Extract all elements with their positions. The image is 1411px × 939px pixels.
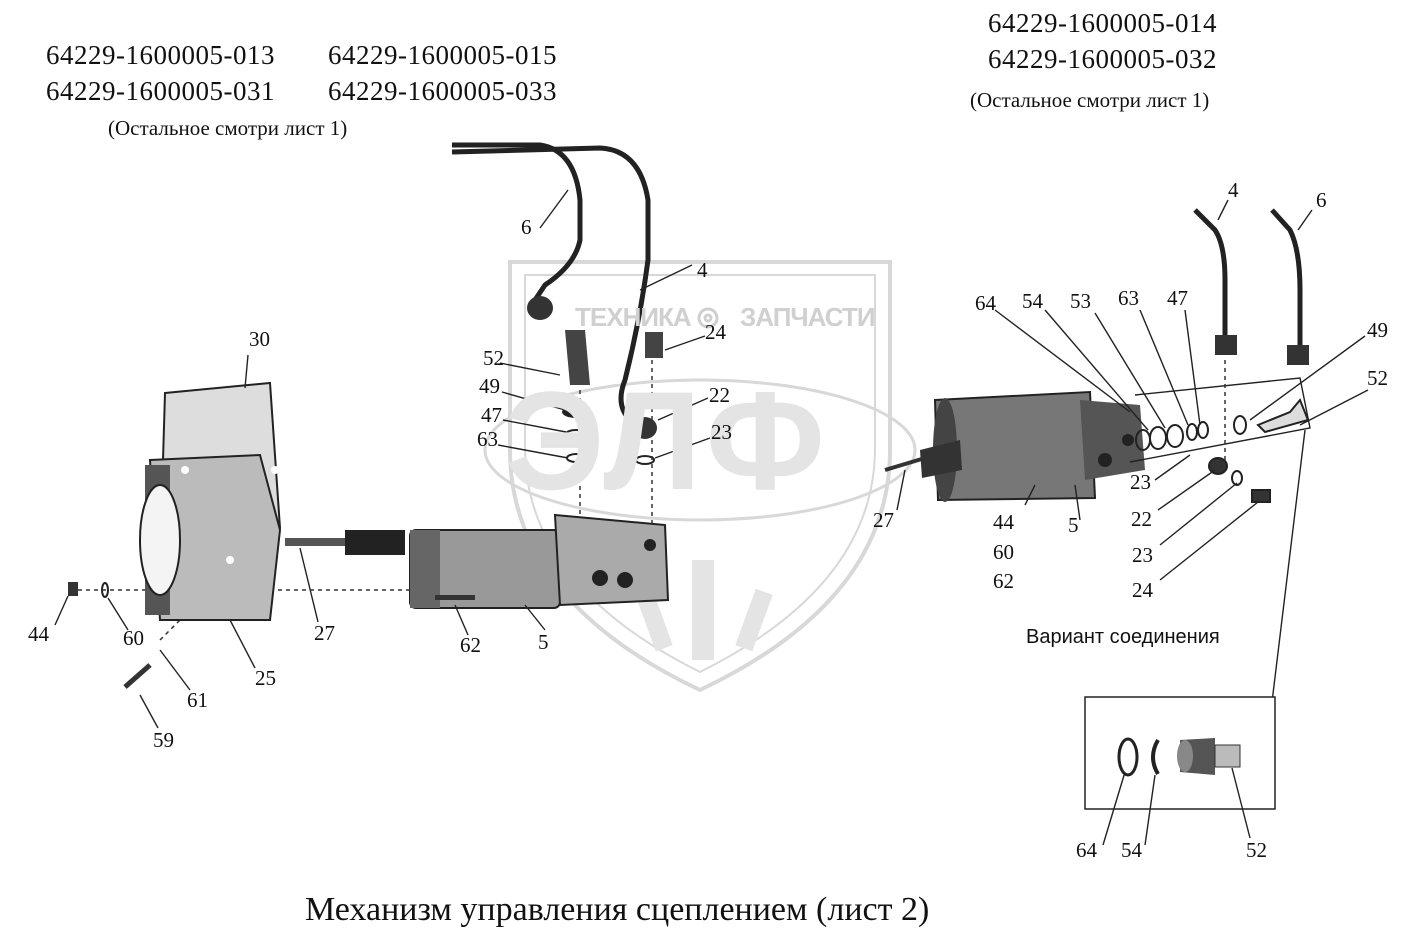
watermark-gear-icon bbox=[697, 307, 719, 329]
label-right-23b: 23 bbox=[1132, 543, 1153, 567]
label-right-52: 52 bbox=[1367, 366, 1388, 390]
label-left-63: 63 bbox=[477, 427, 498, 451]
header-left-code-3: 64229-1600005-031 bbox=[46, 76, 275, 106]
label-right-49: 49 bbox=[1367, 318, 1388, 342]
watermark-right-word: ЗАПЧАСТИ bbox=[740, 302, 876, 332]
label-left-60: 60 bbox=[123, 626, 144, 650]
right-outline-box bbox=[1129, 377, 1311, 463]
left-leader-lines bbox=[54, 189, 711, 729]
header-right-note: (Остальное смотри лист 1) bbox=[970, 88, 1210, 112]
diagram-caption: Механизм управления сцеплением (лист 2) bbox=[305, 891, 930, 928]
label-right-62: 62 bbox=[993, 569, 1014, 593]
label-right-24: 24 bbox=[1132, 578, 1153, 602]
label-left-44: 44 bbox=[28, 622, 49, 646]
label-left-22: 22 bbox=[709, 383, 730, 407]
right-connector-line bbox=[1267, 429, 1306, 736]
watermark-wheat-icon bbox=[635, 560, 773, 660]
header-left-code-1: 64229-1600005-013 bbox=[46, 40, 275, 70]
label-left-25: 25 bbox=[255, 666, 276, 690]
label-left-4: 4 bbox=[697, 258, 708, 282]
left-small-parts bbox=[68, 582, 152, 689]
label-right-6: 6 bbox=[1316, 188, 1327, 212]
header-left-code-4: 64229-1600005-033 bbox=[328, 76, 557, 106]
label-variant-54: 54 bbox=[1121, 838, 1142, 862]
label-left-59: 59 bbox=[153, 728, 174, 752]
right-seal-rings bbox=[1135, 398, 1310, 503]
label-right-64: 64 bbox=[975, 291, 996, 315]
label-right-4: 4 bbox=[1228, 178, 1239, 202]
right-cylinder bbox=[884, 390, 1145, 502]
label-left-61: 61 bbox=[187, 688, 208, 712]
label-left-52: 52 bbox=[483, 346, 504, 370]
right-pipes bbox=[1193, 208, 1303, 350]
header-left-code-2: 64229-1600005-015 bbox=[328, 40, 557, 70]
label-left-23: 23 bbox=[711, 420, 732, 444]
label-right-47: 47 bbox=[1167, 286, 1188, 310]
label-variant-52: 52 bbox=[1246, 838, 1267, 862]
left-bracket bbox=[139, 381, 282, 621]
label-left-5: 5 bbox=[538, 630, 549, 654]
label-left-30: 30 bbox=[249, 327, 270, 351]
label-right-44: 44 bbox=[993, 510, 1014, 534]
left-cylinder bbox=[409, 513, 670, 609]
label-left-27: 27 bbox=[314, 621, 335, 645]
right-leader-lines bbox=[896, 199, 1369, 581]
label-right-60: 60 bbox=[993, 540, 1014, 564]
right-pipe-ends bbox=[1215, 335, 1309, 365]
label-left-47: 47 bbox=[481, 403, 502, 427]
variant-leader-lines bbox=[1102, 767, 1251, 846]
left-pushrod bbox=[285, 530, 405, 555]
label-left-24: 24 bbox=[705, 320, 726, 344]
label-left-49: 49 bbox=[479, 374, 500, 398]
header-right-code-2: 64229-1600005-032 bbox=[988, 44, 1217, 74]
watermark-letters: ЭЛФ bbox=[505, 362, 829, 519]
label-left-6: 6 bbox=[521, 215, 532, 239]
watermark-left-word: ТЕХНИКА bbox=[575, 302, 692, 332]
label-right-63: 63 bbox=[1118, 286, 1139, 310]
variant-parts bbox=[1117, 737, 1241, 777]
variant-title: Вариант соединения bbox=[1026, 626, 1220, 648]
left-pipes bbox=[451, 142, 651, 434]
label-right-23a: 23 bbox=[1130, 470, 1151, 494]
label-variant-64: 64 bbox=[1076, 838, 1097, 862]
label-left-62: 62 bbox=[460, 633, 481, 657]
label-right-27: 27 bbox=[873, 508, 894, 532]
label-right-22: 22 bbox=[1131, 507, 1152, 531]
label-right-53: 53 bbox=[1070, 289, 1091, 313]
header-right-code-1: 64229-1600005-014 bbox=[988, 8, 1217, 38]
left-fittings bbox=[527, 296, 663, 465]
header-left-note: (Остальное смотри лист 1) bbox=[108, 116, 348, 140]
label-right-54: 54 bbox=[1022, 289, 1043, 313]
label-right-5: 5 bbox=[1068, 513, 1079, 537]
